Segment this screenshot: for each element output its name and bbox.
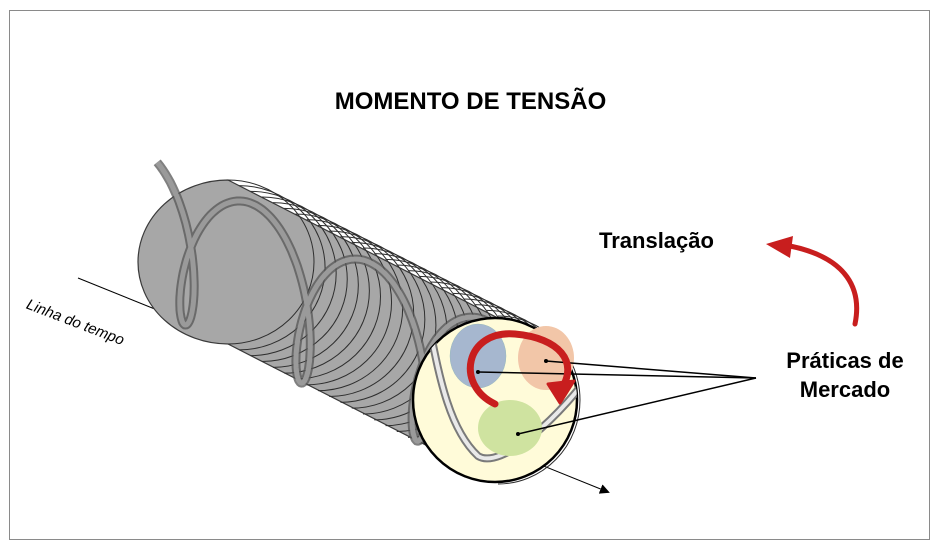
market-practices-label: Práticas de Mercado: [760, 346, 930, 404]
market-practices-line-1: Práticas de: [786, 348, 904, 373]
cylinder-ring: [351, 241, 437, 409]
cylinder-ring: [239, 185, 326, 351]
cylinder-ring: [340, 236, 426, 403]
cylinder-ring: [497, 315, 581, 485]
diagram-title: MOMENTO DE TENSÃO: [334, 88, 607, 115]
cylinder-ring: [250, 190, 337, 357]
market-circle-green: [478, 400, 542, 456]
cylinder-ring: [295, 213, 381, 380]
translation-label: Translação: [599, 228, 714, 253]
market-practices-line-2: Mercado: [799, 377, 891, 402]
cylinder-ring: [306, 219, 392, 386]
rotation-arrow: [466, 330, 576, 408]
cylinder-ring: [284, 207, 370, 374]
cylinder-end-cap: [411, 316, 579, 484]
label-pointers: [477, 360, 757, 435]
translation-arrow: [766, 236, 860, 327]
cylinder-ring: [227, 179, 315, 345]
